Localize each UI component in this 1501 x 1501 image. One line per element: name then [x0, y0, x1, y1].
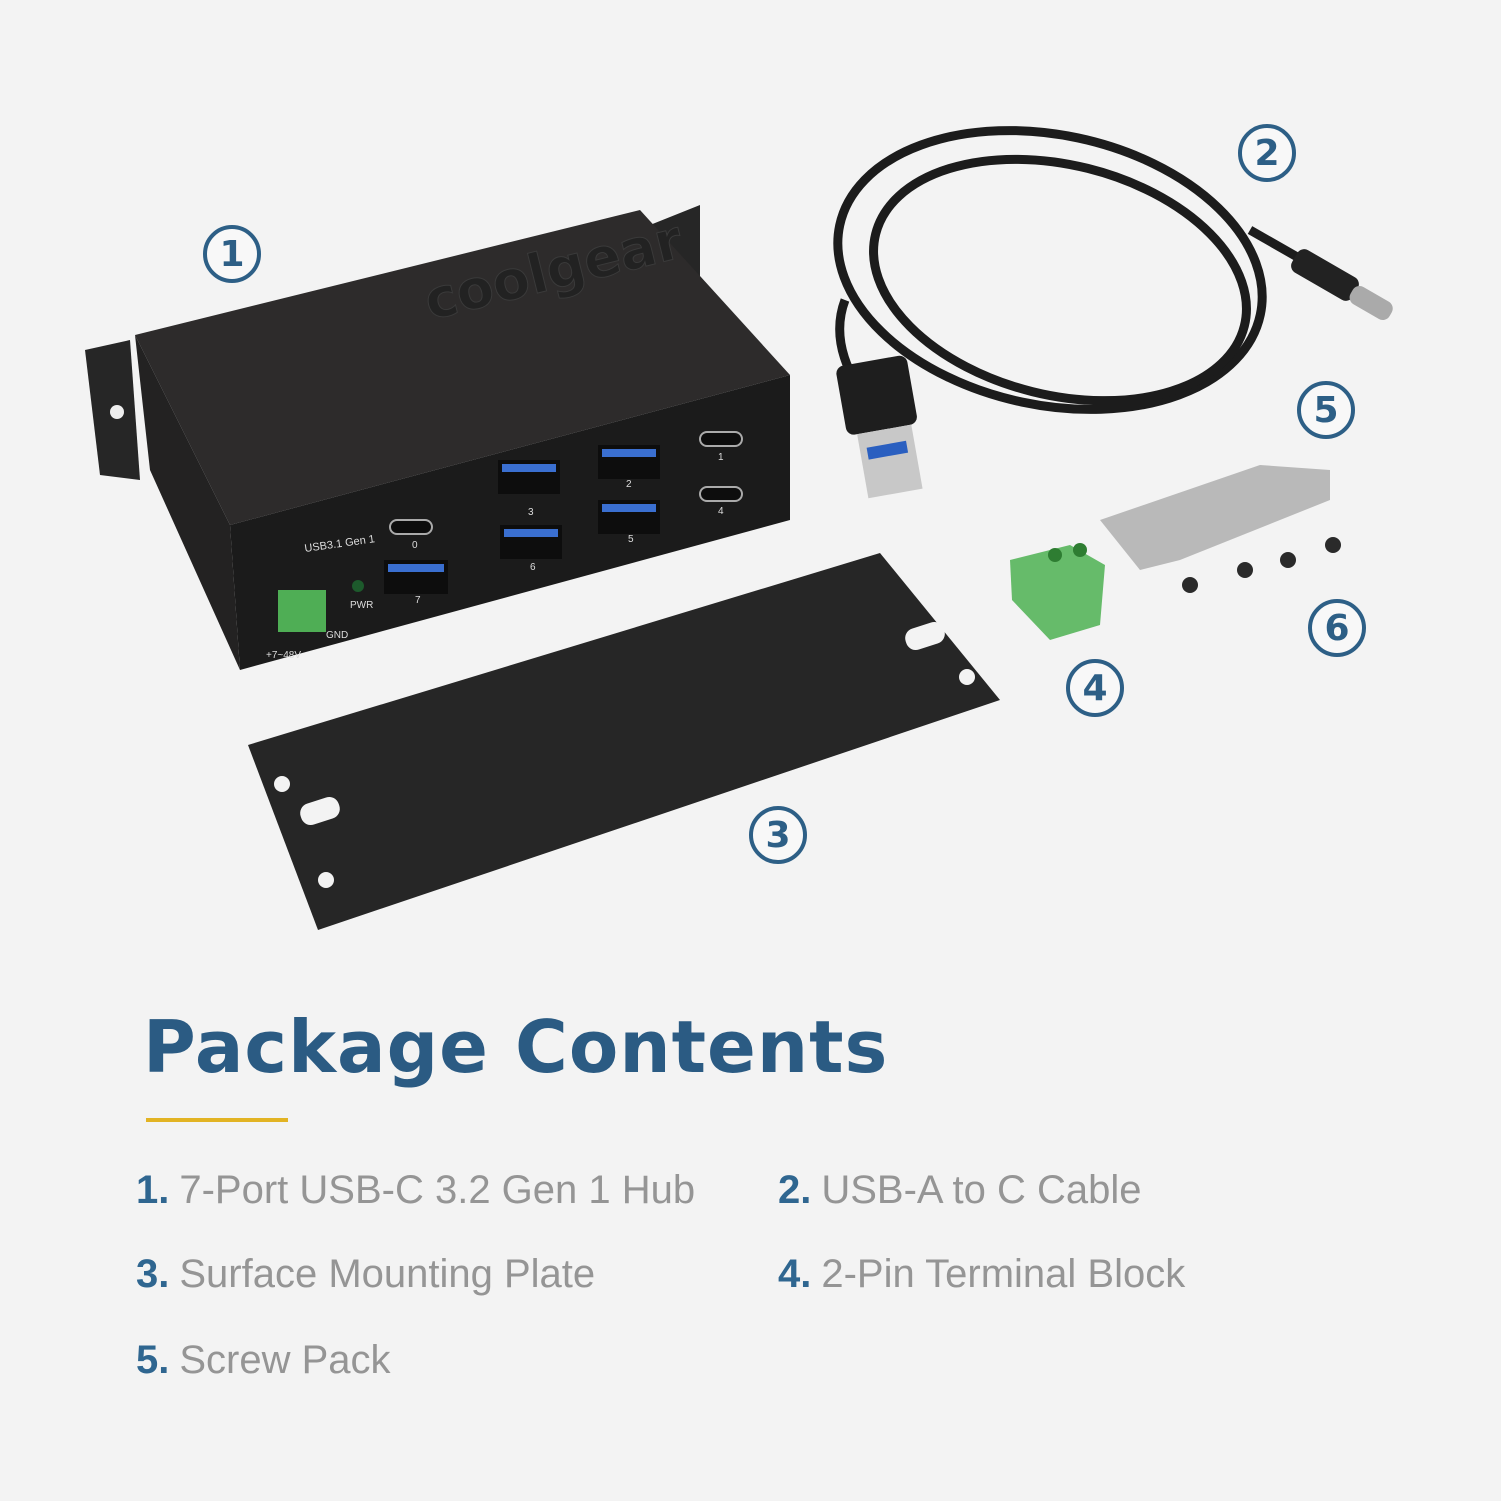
- svg-text:6: 6: [530, 562, 536, 573]
- din-clip: [1100, 465, 1330, 570]
- usb-hub: coolgear USB3.1 Gen 1 PWR +7~48V GND 0 1…: [85, 205, 790, 670]
- callout-6: 6: [1308, 599, 1366, 657]
- terminal-block: [1010, 543, 1105, 640]
- mounting-plate: [248, 553, 1000, 930]
- svg-text:7: 7: [415, 595, 421, 606]
- callout-2: 2: [1238, 124, 1296, 182]
- accent-rule: [146, 1118, 288, 1122]
- svg-text:0: 0: [412, 540, 418, 551]
- svg-text:1: 1: [718, 452, 724, 463]
- svg-text:5: 5: [628, 534, 634, 545]
- usb-c-plug: [1291, 249, 1393, 320]
- usb-a-plug: [836, 355, 923, 499]
- svg-text:PWR: PWR: [350, 600, 373, 611]
- svg-text:4: 4: [718, 506, 724, 517]
- svg-text:GND: GND: [326, 630, 348, 641]
- list-item: 4.2-Pin Terminal Block: [778, 1252, 1186, 1296]
- product-photo: coolgear USB3.1 Gen 1 PWR +7~48V GND 0 1…: [85, 126, 1393, 930]
- callout-5: 5: [1297, 381, 1355, 439]
- list-item: 3.Surface Mounting Plate: [136, 1252, 596, 1296]
- svg-text:3: 3: [528, 507, 534, 518]
- callout-3: 3: [749, 806, 807, 864]
- screw-pack: [1182, 537, 1341, 593]
- list-item: 1.7-Port USB-C 3.2 Gen 1 Hub: [136, 1168, 696, 1212]
- callout-4: 4: [1066, 659, 1124, 717]
- svg-text:2: 2: [626, 479, 632, 490]
- page-title: Package Contents: [143, 1005, 889, 1089]
- callout-1: 1: [203, 225, 261, 283]
- svg-text:+7~48V: +7~48V: [266, 650, 301, 661]
- list-item: 2.USB-A to C Cable: [778, 1168, 1142, 1212]
- list-item: 5.Screw Pack: [136, 1338, 391, 1382]
